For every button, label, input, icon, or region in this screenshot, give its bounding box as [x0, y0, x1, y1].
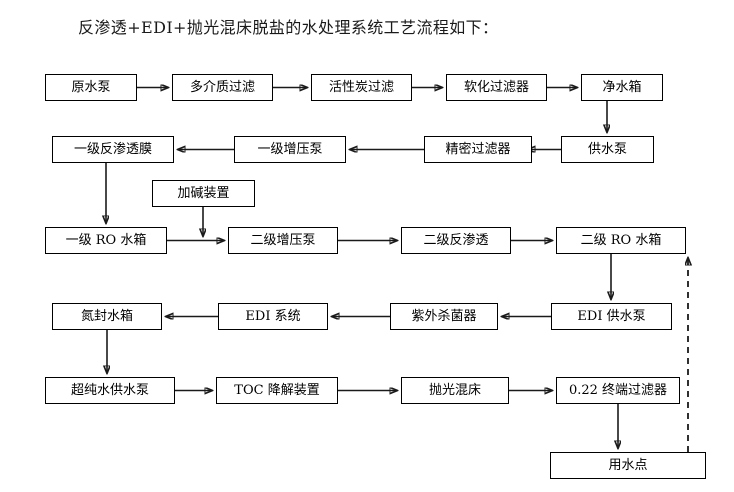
node-clean-water-tank[interactable]: 净水箱 — [581, 74, 663, 101]
node-terminal-filter-022[interactable]: 0.22 终端过滤器 — [556, 377, 680, 404]
node-label: EDI 系统 — [245, 309, 301, 324]
node-label: TOC 降解装置 — [234, 383, 320, 398]
node-multimedia-filter[interactable]: 多介质过滤 — [172, 74, 273, 101]
node-label: 供水泵 — [587, 142, 627, 157]
node-raw-water-pump[interactable]: 原水泵 — [45, 74, 137, 101]
node-nitrogen-sealed-tank[interactable]: 氮封水箱 — [52, 303, 162, 330]
node-booster-pump-1[interactable]: 一级增压泵 — [234, 136, 346, 163]
node-label: 活性炭过滤 — [328, 80, 394, 95]
node-label: 抛光混床 — [428, 383, 481, 398]
node-label: 净水箱 — [602, 80, 642, 95]
node-activated-carbon-filter[interactable]: 活性炭过滤 — [311, 74, 412, 101]
page-title: 反渗透+EDI+抛光混床脱盐的水处理系统工艺流程如下： — [78, 18, 499, 37]
node-uv-sterilizer[interactable]: 紫外杀菌器 — [390, 303, 498, 330]
node-label: EDI 供水泵 — [577, 309, 646, 324]
node-label: 用水点 — [608, 458, 648, 473]
node-label: 超纯水供水泵 — [70, 383, 149, 398]
node-label: 氮封水箱 — [80, 309, 133, 324]
node-ro1-tank[interactable]: 一级 RO 水箱 — [45, 227, 167, 254]
node-edi-supply-pump[interactable]: EDI 供水泵 — [551, 303, 672, 330]
node-ro1-membrane[interactable]: 一级反渗透膜 — [52, 136, 174, 163]
node-booster-pump-2[interactable]: 二级增压泵 — [228, 227, 338, 254]
node-label: 二级增压泵 — [250, 233, 316, 248]
node-label: 紫外杀菌器 — [411, 309, 477, 324]
node-label: 一级反渗透膜 — [73, 142, 152, 157]
node-alkali-dosing-device[interactable]: 加碱装置 — [152, 180, 255, 207]
node-label: 原水泵 — [71, 80, 111, 95]
node-polishing-mixed-bed[interactable]: 抛光混床 — [401, 377, 509, 404]
node-label: 一级 RO 水箱 — [65, 233, 147, 248]
node-label: 加碱装置 — [177, 186, 230, 201]
node-label: 二级 RO 水箱 — [580, 233, 662, 248]
node-precision-filter[interactable]: 精密过滤器 — [424, 136, 532, 163]
node-label: 多介质过滤 — [189, 80, 255, 95]
node-toc-reduction-device[interactable]: TOC 降解装置 — [216, 377, 338, 404]
node-upw-supply-pump[interactable]: 超纯水供水泵 — [45, 377, 175, 404]
node-ro2-tank[interactable]: 二级 RO 水箱 — [556, 227, 686, 254]
node-point-of-use[interactable]: 用水点 — [550, 452, 706, 479]
node-label: 软化过滤器 — [463, 80, 529, 95]
node-ro2[interactable]: 二级反渗透 — [401, 227, 511, 254]
node-softening-filter[interactable]: 软化过滤器 — [446, 74, 547, 101]
node-edi-system[interactable]: EDI 系统 — [218, 303, 328, 330]
node-supply-water-pump[interactable]: 供水泵 — [561, 136, 654, 163]
node-label: 精密过滤器 — [445, 142, 511, 157]
node-label: 0.22 终端过滤器 — [568, 383, 668, 398]
node-label: 一级增压泵 — [257, 142, 323, 157]
node-label: 二级反渗透 — [423, 233, 489, 248]
